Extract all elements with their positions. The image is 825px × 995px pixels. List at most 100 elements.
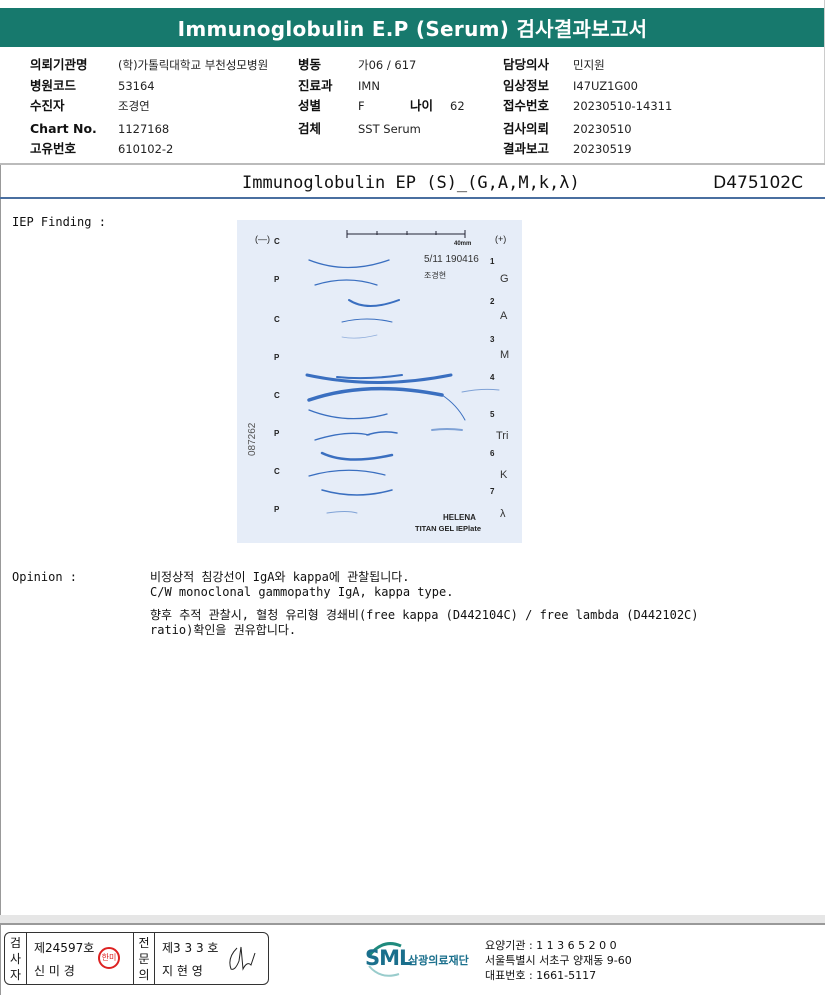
value: 조경연 — [118, 99, 150, 113]
value: SST Serum — [358, 121, 421, 136]
opinion-text: 비정상적 침강선이 IgA와 kappa에 관찰됩니다. C/W monoclo… — [150, 570, 699, 638]
gel-number: 5 — [490, 410, 495, 419]
opinion-line: C/W monoclonal gammopathy IgA, kappa typ… — [150, 585, 454, 599]
gel-number: 2 — [490, 297, 495, 306]
seal-stamp: 한미 — [98, 947, 120, 969]
gel-label: P — [274, 353, 280, 362]
scale-bar — [346, 230, 466, 238]
gel-antisera: K — [500, 469, 508, 481]
gel-label: P — [274, 429, 280, 438]
examiner-name: 신 미 경 — [34, 964, 75, 978]
gel-antisera: λ — [500, 508, 506, 520]
label: 결과보고 — [503, 141, 550, 156]
label: 진료과 — [298, 77, 333, 93]
gel-antisera: G — [500, 273, 509, 285]
address-line: 요양기관 : 1 1 3 6 5 2 0 0 — [485, 939, 617, 952]
gel-label: C — [274, 391, 280, 400]
gel-number: 6 — [490, 449, 495, 458]
gel-number: 7 — [490, 487, 495, 496]
label: 임상정보 — [503, 77, 550, 93]
value: 610102-2 — [118, 142, 174, 156]
gel-label: C — [274, 315, 280, 324]
value: 1127168 — [118, 121, 170, 136]
finding-label: IEP Finding : — [12, 215, 106, 229]
gel-antisera: M — [500, 349, 509, 361]
signature-icon — [229, 946, 256, 971]
char: 자 — [9, 968, 22, 982]
sample-labels: C P C P C P C P 1 2 3 4 5 6 7 40mm — [274, 237, 495, 514]
char: 전 — [138, 936, 150, 950]
gel-label: 40mm — [454, 241, 471, 247]
gel-antisera: Tri — [496, 430, 508, 442]
divider — [0, 197, 825, 199]
specialist-no: 제3 3 3 호 — [162, 941, 219, 955]
info-col1: 의뢰기관명 (학)가톨릭대학교 부천성모병원 병원코드 53164 수진자 조경연 C… — [30, 55, 268, 160]
label: 검체 — [298, 120, 322, 136]
value: 20230519 — [573, 142, 632, 156]
label: 병원코드 — [30, 77, 77, 93]
value: IMN — [358, 78, 380, 93]
value: (학)가톨릭대학교 부천성모병원 — [118, 58, 269, 72]
gel-label: P — [274, 505, 280, 514]
negative-pole: (—) — [255, 234, 270, 244]
value: F — [358, 99, 365, 113]
gel-label: C — [274, 237, 280, 246]
gel-side-id: 087262 — [247, 422, 258, 456]
logo-arc-icon — [367, 942, 402, 977]
char: 문 — [138, 952, 150, 966]
opinion-line: 비정상적 침강선이 IgA와 kappa에 관찰됩니다. — [150, 570, 410, 584]
opinion-line: ratio)확인을 권유합니다. — [150, 623, 297, 637]
label: Chart No. — [30, 120, 97, 136]
divider — [0, 163, 825, 165]
value: 53164 — [118, 78, 155, 93]
antisera-labels: G A M Tri K λ 5/11 190416 조경현 — [424, 254, 509, 520]
precipitin-arcs — [305, 259, 500, 514]
examiner-no: 제24597호 — [34, 941, 95, 955]
test-code: D475102C — [713, 173, 803, 193]
gel-label: P — [274, 275, 280, 284]
iep-gel-image: C P C P C P C P 1 2 3 4 5 6 7 40mm G A M… — [237, 220, 522, 543]
value: 20230510-14311 — [573, 99, 673, 113]
value: 20230510 — [573, 121, 632, 136]
gel-svg: C P C P C P C P 1 2 3 4 5 6 7 40mm G A M… — [237, 220, 522, 543]
gel-brand: TITAN GEL IEPlate — [415, 524, 481, 533]
char: 의 — [138, 968, 150, 982]
label: 수진자 — [30, 98, 65, 113]
address-line: 서울특별시 서초구 양재동 9-60 — [485, 954, 632, 967]
gel-date: 5/11 190416 — [424, 254, 479, 265]
value: 민지원 — [573, 58, 605, 72]
logo-text: SML — [365, 946, 412, 970]
gel-number: 1 — [490, 257, 495, 266]
label: 의뢰기관명 — [30, 57, 88, 72]
positive-pole: (+) — [495, 234, 506, 244]
label: 고유번호 — [30, 141, 77, 156]
gel-name: 조경현 — [424, 270, 446, 280]
gel-number: 3 — [490, 335, 495, 344]
gel-brand: HELENA — [443, 513, 476, 522]
footer-divider — [0, 915, 825, 925]
label: 담당의사 — [503, 57, 550, 72]
label: 검사의뢰 — [503, 120, 550, 136]
age-label: 나이 — [410, 98, 434, 113]
opinion-line: 향후 추적 관찰시, 혈청 유리형 경쇄비(free kappa (D44210… — [150, 608, 699, 622]
border — [0, 165, 1, 995]
value: 가06 / 617 — [358, 58, 417, 72]
label: 병동 — [298, 57, 322, 72]
gel-number: 4 — [490, 373, 495, 382]
info-col3: 담당의사 민지원 임상정보 I47UZ1G00 접수번호 20230510-14311… — [503, 55, 672, 160]
age-value: 62 — [450, 99, 465, 113]
value: I47UZ1G00 — [573, 78, 638, 93]
char: 검 — [9, 936, 22, 950]
opinion-label: Opinion : — [12, 570, 78, 584]
specialist-name: 지 현 영 — [162, 964, 203, 978]
char: 사 — [9, 952, 22, 966]
address-line: 대표번호 : 1661-5117 — [485, 969, 597, 982]
gel-label: C — [274, 467, 280, 476]
label: 접수번호 — [503, 98, 550, 113]
report-title: Immunoglobulin E.P (Serum) 검사결과보고서 — [0, 8, 825, 47]
test-name: Immunoglobulin EP (S)_(G,A,M,k,λ) — [242, 173, 580, 193]
